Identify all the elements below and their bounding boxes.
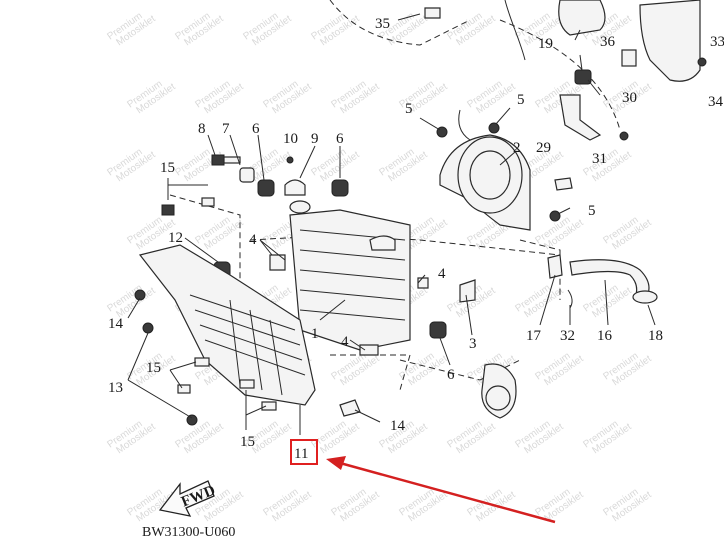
- top-parts: [424, 0, 707, 141]
- highlight-box: [290, 439, 318, 465]
- callout-5-c: 5: [588, 203, 596, 219]
- callout-14-a: 14: [108, 316, 124, 332]
- callout-17: 17: [526, 328, 542, 344]
- callout-13: 13: [108, 380, 123, 396]
- callout-2: 2: [513, 140, 521, 156]
- callout-5-a: 5: [405, 101, 413, 117]
- callout-8: 8: [198, 121, 206, 137]
- callout-4-a: 4: [249, 232, 257, 248]
- callout-5-b: 5: [517, 92, 525, 108]
- radiator-shroud: [138, 244, 316, 406]
- highlight-arrow-head: [326, 456, 346, 470]
- callout-6-c: 6: [447, 367, 455, 383]
- callout-18: 18: [648, 328, 663, 344]
- fasteners-top: [161, 154, 349, 216]
- callout-6-a: 6: [252, 121, 260, 137]
- callout-11: 11: [294, 446, 308, 462]
- callout-19: 19: [538, 36, 553, 52]
- callout-36: 36: [600, 34, 616, 50]
- callout-30: 30: [622, 90, 637, 106]
- highlight-arrow-line: [339, 461, 556, 524]
- hose-parts: [547, 254, 658, 309]
- callout-4-c: 4: [341, 334, 349, 350]
- callout-32: 32: [560, 328, 575, 344]
- callout-14-b: 14: [390, 418, 406, 434]
- fasteners-bottom: [134, 289, 361, 426]
- leader-lines: [127, 13, 656, 435]
- callout-12: 12: [168, 230, 183, 246]
- highlight-group: 11: [290, 439, 556, 524]
- callout-16: 16: [597, 328, 613, 344]
- callout-35: 35: [375, 16, 390, 32]
- callout-15-b: 15: [146, 360, 161, 376]
- callout-7: 7: [222, 121, 230, 137]
- radiator: [213, 200, 476, 356]
- callout-15-a: 15: [160, 160, 175, 176]
- callout-4-b: 4: [438, 266, 446, 282]
- callout-29: 29: [536, 140, 551, 156]
- callout-9: 9: [311, 131, 319, 147]
- callout-3: 3: [469, 336, 477, 352]
- callout-10: 10: [283, 131, 298, 147]
- callout-33: 33: [710, 34, 724, 50]
- callout-31: 31: [592, 151, 607, 167]
- callout-labels: 35 19 36 33 34 30 29 31 5 5 5 2 8 7 6 10…: [108, 16, 724, 450]
- callout-34: 34: [708, 94, 724, 110]
- callout-6-b: 6: [336, 131, 344, 147]
- callout-15-c: 15: [240, 434, 255, 450]
- callout-1: 1: [311, 326, 319, 342]
- diagram-code: BW31300-U060: [142, 525, 235, 540]
